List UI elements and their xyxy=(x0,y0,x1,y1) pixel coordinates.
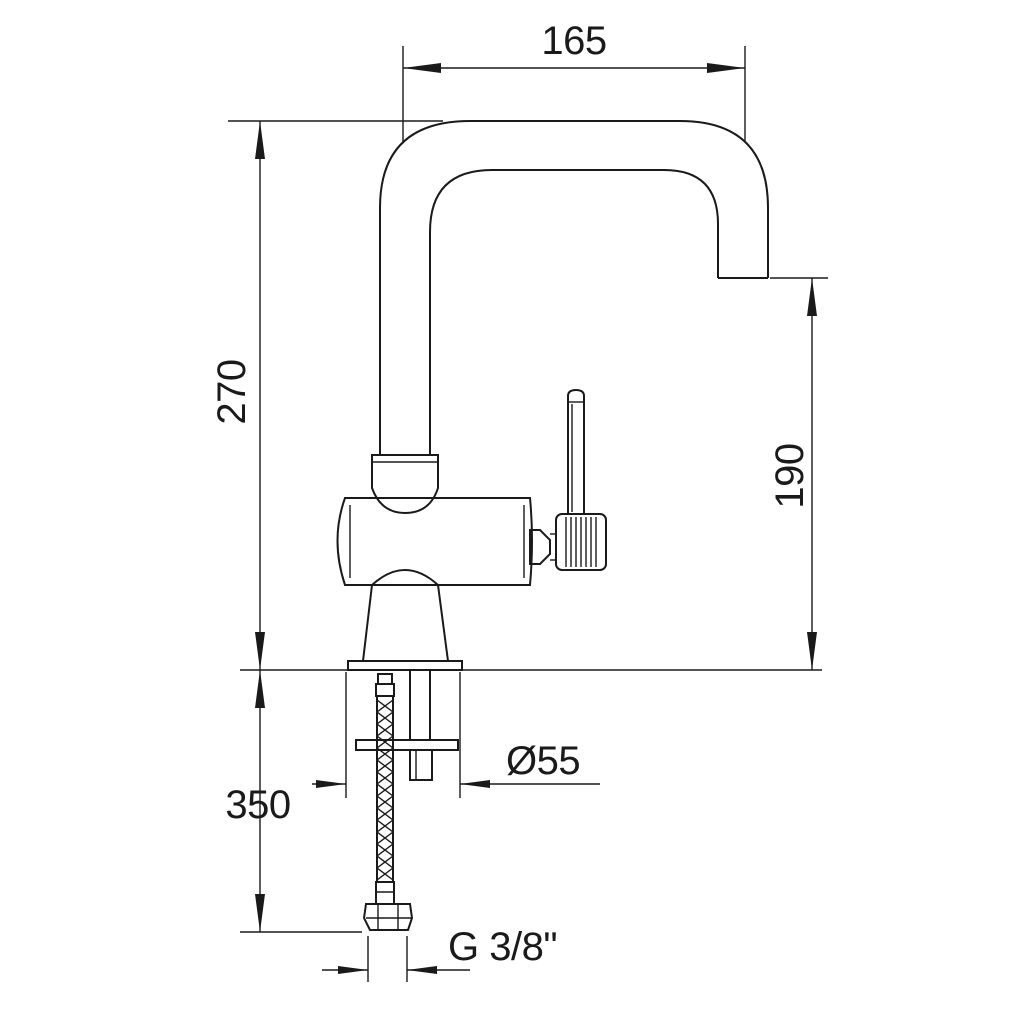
base-diameter-label: Ø55 xyxy=(506,739,580,783)
hose-length-label: 350 xyxy=(225,783,290,827)
dimension-base-diameter: Ø55 xyxy=(312,672,600,798)
connection-thread-label: G 3/8" xyxy=(448,925,557,969)
supply-hose xyxy=(362,673,414,931)
dimension-spout-height: 190 xyxy=(768,277,828,670)
grip-knurl xyxy=(565,517,597,567)
total-height-label: 270 xyxy=(210,359,254,424)
spout-reach-label: 165 xyxy=(541,19,606,63)
spout-height-label: 190 xyxy=(768,443,812,508)
dimension-total-height: 270 xyxy=(210,120,443,670)
fixing-assembly xyxy=(355,669,459,781)
dimension-spout-reach: 165 xyxy=(402,19,746,142)
dimension-connection-thread: G 3/8" xyxy=(322,925,558,982)
lever-handle[interactable] xyxy=(529,388,607,571)
faucet-spout xyxy=(379,120,769,455)
faucet-body xyxy=(336,454,533,671)
dimension-hose-length: 350 xyxy=(225,670,362,933)
